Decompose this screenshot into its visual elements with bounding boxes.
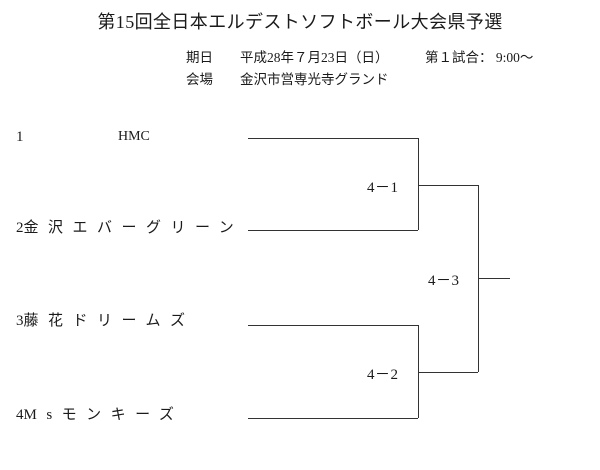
bracket-line-entry-4 bbox=[248, 418, 418, 419]
event-venue-value: 金沢市営専光寺グランド bbox=[240, 72, 389, 87]
event-date-label: 期日 bbox=[186, 50, 213, 65]
seed-number-2: 2 bbox=[16, 220, 24, 236]
bracket-connector-semifinal-2 bbox=[418, 325, 419, 418]
event-venue-row: 会場 金沢市営専光寺グランド bbox=[186, 68, 389, 88]
score-semifinal-1: 4－1 bbox=[367, 180, 399, 196]
bracket-entry-4: 4Msモンキーズ bbox=[16, 408, 183, 423]
bracket-connector-semifinal-1 bbox=[418, 138, 419, 230]
score-semifinal-2: 4－2 bbox=[367, 367, 399, 383]
bracket-line-entry-2 bbox=[248, 230, 418, 231]
seed-number-4: 4 bbox=[16, 407, 24, 423]
seed-number-3: 3 bbox=[16, 313, 24, 329]
team-name-2: 金沢エバーグリーン bbox=[23, 220, 244, 236]
score-final: 4－3 bbox=[428, 273, 460, 289]
page-title: 第15回全日本エルデストソフトボール大会県予選 bbox=[97, 12, 503, 32]
team-name-1: HMC bbox=[118, 129, 150, 144]
bracket-line-entry-3 bbox=[248, 325, 418, 326]
event-venue-label: 会場 bbox=[186, 72, 213, 87]
first-game-time: 第１試合： 9:00〜 bbox=[425, 50, 534, 65]
event-date-value: 平成28年７月23日（日） bbox=[240, 50, 389, 65]
bracket-line-semifinal-2-winner bbox=[418, 372, 478, 373]
bracket-entry-3: 3藤花ドリームズ bbox=[16, 314, 195, 329]
bracket-line-entry-1 bbox=[248, 138, 418, 139]
team-name-4: Msモンキーズ bbox=[23, 407, 184, 423]
bracket-line-semifinal-1-winner bbox=[418, 185, 478, 186]
team-name-3: 藤花ドリームズ bbox=[23, 313, 195, 329]
bracket-entry-1: 1 HMC bbox=[16, 129, 150, 145]
bracket-entry-2: 2金沢エバーグリーン bbox=[16, 221, 243, 236]
event-date-row: 期日 平成28年７月23日（日） bbox=[186, 46, 389, 66]
seed-number-1: 1 bbox=[16, 129, 24, 145]
bracket-line-champion bbox=[478, 278, 510, 279]
